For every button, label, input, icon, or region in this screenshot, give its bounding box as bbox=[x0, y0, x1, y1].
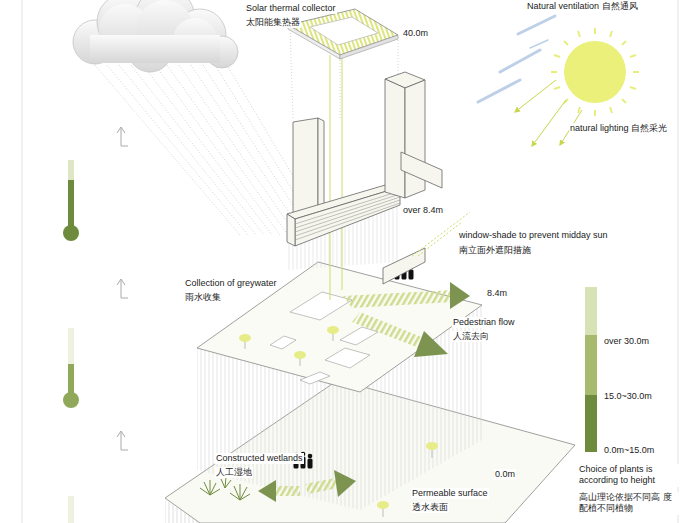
annotation-label: window-shade to prevent midday sun bbox=[458, 230, 609, 241]
annotation-label: natural lighting 自然采光 bbox=[569, 123, 668, 134]
annotation-label: 透水表面 bbox=[411, 502, 449, 513]
annotation-label: Permeable surface bbox=[411, 488, 489, 499]
annotation-label: 太阳能集热器 bbox=[245, 17, 301, 28]
up-arrow bbox=[117, 127, 128, 450]
frame-line bbox=[678, 0, 679, 523]
service-line bbox=[330, 55, 342, 300]
louvre-line bbox=[295, 191, 400, 240]
annotation-label: Solar thermal collector bbox=[245, 3, 337, 14]
annotation-label: Natural ventilation 自然通风 bbox=[526, 1, 639, 12]
legend-label: over 30.0m bbox=[603, 336, 650, 347]
annotation-label: Choice of plants is according to height bbox=[578, 464, 680, 487]
pedestrian-arrow bbox=[258, 470, 356, 502]
legend-swatch bbox=[585, 287, 597, 335]
annotation-label: 40.0m bbox=[402, 28, 429, 39]
annotation-label: 高山理论依据不同高 度配植不同植物 bbox=[578, 492, 680, 515]
annotation-label: 雨水收集 bbox=[184, 292, 222, 303]
annotation-label: 0.0m bbox=[494, 469, 516, 480]
annotation-label: Constructed wetlands bbox=[215, 453, 304, 464]
annotation-label: 人流去向 bbox=[452, 331, 490, 342]
thermometer bbox=[63, 160, 79, 523]
annotation-label: Pedestrian flow bbox=[452, 317, 516, 328]
legend-label: 0.0m~15.0m bbox=[603, 445, 655, 456]
pedestrian-arrow bbox=[343, 282, 470, 357]
window-shade bbox=[383, 248, 425, 284]
annotation-label: 8.4m bbox=[486, 288, 508, 299]
legend-swatch bbox=[585, 335, 597, 395]
lamp-icon bbox=[239, 326, 339, 366]
annotation-label: 人工湿地 bbox=[215, 467, 253, 478]
shade-fin bbox=[401, 152, 442, 188]
legend-label: 15.0~30.0m bbox=[603, 391, 653, 402]
podium-block bbox=[287, 183, 400, 246]
frame-line bbox=[22, 0, 23, 523]
annotation-label: Collection of greywater bbox=[184, 278, 278, 289]
wind-stroke bbox=[478, 16, 555, 102]
cloud bbox=[73, 0, 238, 72]
annotation-label: 南立面外遮阳措施 bbox=[458, 245, 532, 256]
sunlight-arrow bbox=[515, 80, 582, 146]
legend-swatch bbox=[585, 395, 597, 452]
tower bbox=[385, 72, 425, 198]
wetland-plant bbox=[200, 477, 250, 500]
cloud-fill bbox=[90, 0, 220, 63]
solar-collector bbox=[288, 9, 398, 59]
annotation-label: over 8.4m bbox=[402, 205, 444, 216]
